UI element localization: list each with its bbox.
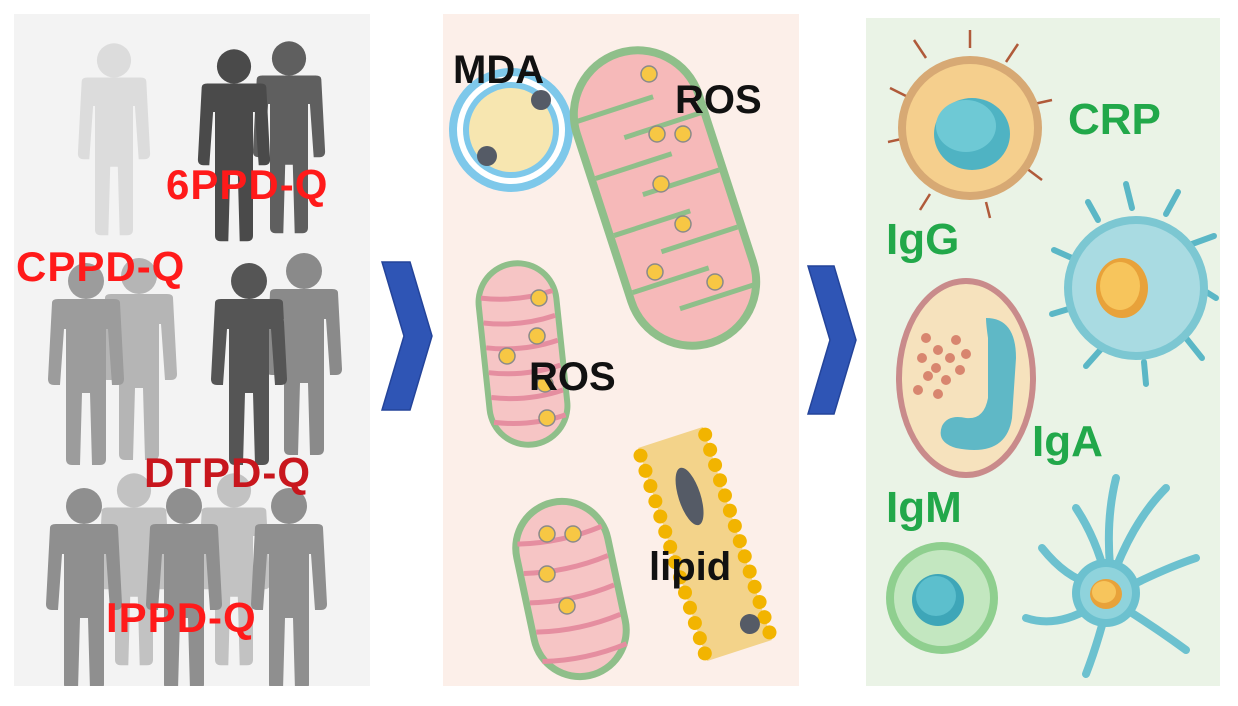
ros-dot xyxy=(530,289,548,307)
immune-response-panel: CRP IgG IgA IgM xyxy=(866,18,1220,686)
ros-dot xyxy=(640,65,658,83)
liposome-icon xyxy=(449,68,573,192)
ros-dot xyxy=(646,263,664,281)
ros-particles xyxy=(498,65,724,615)
ros-dot xyxy=(538,409,556,427)
label-igg: IgG xyxy=(886,215,960,264)
chevron-arrow-icon xyxy=(380,261,433,411)
label-lipid: lipid xyxy=(649,545,732,589)
mitochondrion-icon xyxy=(512,497,630,681)
ros-dot xyxy=(652,175,670,193)
label-dtpd-q: DTPD-Q xyxy=(144,449,311,496)
label-6ppd-q: 6PPD-Q xyxy=(166,161,329,208)
person-icon xyxy=(77,43,151,236)
ros-dot xyxy=(558,597,576,615)
ros-dot xyxy=(528,327,546,345)
ros-dot xyxy=(648,125,666,143)
immune-cell-icon xyxy=(886,542,998,654)
label-mda: MDA xyxy=(453,48,545,92)
mitochondrion-icon xyxy=(475,260,571,448)
immune-cell-icon xyxy=(1022,474,1200,678)
exposure-population-panel: 6PPD-Q CPPD-Q DTPD-Q IPPD-Q xyxy=(14,14,370,686)
ros-dot xyxy=(538,525,556,543)
label-cppd-q: CPPD-Q xyxy=(16,243,186,290)
ros-dot xyxy=(674,125,692,143)
lipid-bilayer-icon xyxy=(633,426,777,662)
ros-dot xyxy=(706,273,724,291)
person-icon xyxy=(48,263,124,465)
immune-cell-icon xyxy=(1049,181,1219,387)
ros-dot xyxy=(564,525,582,543)
label-ros-top: ROS xyxy=(675,78,762,122)
immune-cell-icon xyxy=(896,278,1036,478)
immune-cell-icon xyxy=(887,30,1053,219)
oxidative-stress-panel: MDA ROS ROS lipid xyxy=(443,14,799,686)
immune-illustration xyxy=(886,30,1219,678)
ros-dot xyxy=(536,375,554,393)
ros-dot xyxy=(538,565,556,583)
label-igm: IgM xyxy=(886,483,962,532)
label-iga: IgA xyxy=(1032,417,1103,466)
people-illustration xyxy=(46,41,342,686)
chevron-arrow-icon xyxy=(806,265,857,415)
ros-dot xyxy=(674,215,692,233)
label-crp: CRP xyxy=(1068,95,1161,144)
label-ippd-q: IPPD-Q xyxy=(106,594,257,641)
label-ros-mid: ROS xyxy=(529,355,616,399)
ros-dot xyxy=(498,347,516,365)
